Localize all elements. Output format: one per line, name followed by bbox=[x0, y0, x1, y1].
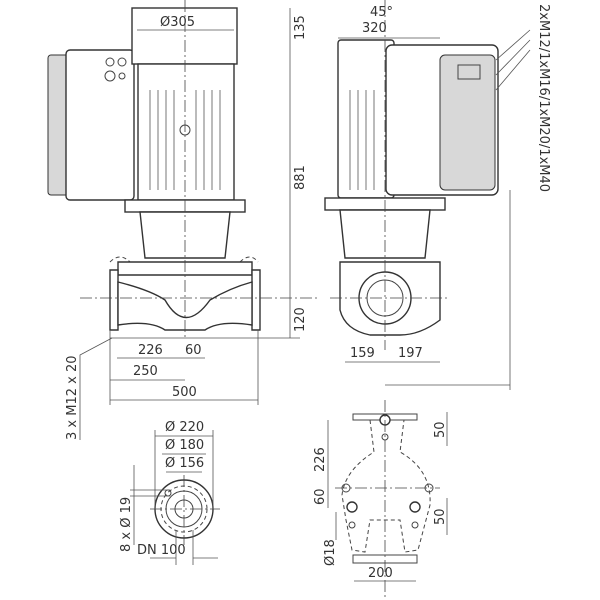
angle-label: 45° bbox=[370, 5, 393, 20]
dim-60-foot: 60 bbox=[313, 488, 328, 505]
electronic-module bbox=[65, 49, 135, 201]
dim-60: 60 bbox=[185, 343, 202, 358]
dim-50-bottom: 50 bbox=[433, 508, 448, 525]
dim-159: 159 bbox=[350, 346, 375, 361]
hole-diameter: Ø18 bbox=[323, 539, 338, 566]
foot-view: 226 60 50 50 Ø18 200 bbox=[313, 400, 448, 598]
cable-glands-label: 2xM12/1xM16/1xM20/1xM40 bbox=[536, 4, 551, 192]
dim-d156: Ø 156 bbox=[165, 456, 204, 471]
flange-outer bbox=[154, 479, 214, 539]
holes-label: 8 x Ø 19 bbox=[119, 497, 134, 552]
front-view: Ø305 135 881 120 226 60 250 500 3 x M12 … bbox=[47, 0, 320, 441]
dim-total-height: 881 bbox=[293, 165, 308, 190]
dim-50-top: 50 bbox=[433, 421, 448, 438]
dim-197: 197 bbox=[398, 346, 423, 361]
dim-d180: Ø 180 bbox=[165, 438, 204, 453]
dim-flange-height: 120 bbox=[293, 307, 308, 332]
dim-500: 500 bbox=[172, 385, 197, 400]
dim-motor-diameter: Ø305 bbox=[160, 15, 195, 30]
flange-view: Ø 220 Ø 180 Ø 156 8 x Ø 19 DN 100 bbox=[119, 420, 220, 565]
dim-320: 320 bbox=[362, 21, 387, 36]
dim-226-foot: 226 bbox=[313, 447, 328, 472]
motor-body bbox=[137, 63, 235, 201]
side-view: 45° 320 2xM12/1xM16/1xM20/1xM40 159 197 bbox=[324, 0, 551, 390]
dim-250: 250 bbox=[133, 364, 158, 379]
foot-thread-label: 3 x M12 x 20 bbox=[65, 356, 80, 441]
dim-motor-top: 135 bbox=[293, 15, 308, 40]
dim-200: 200 bbox=[368, 566, 393, 581]
display bbox=[457, 64, 481, 80]
nominal-diameter: DN 100 bbox=[137, 543, 186, 558]
pump-housing bbox=[117, 281, 253, 331]
dim-d220: Ø 220 bbox=[165, 420, 204, 435]
lantern-side bbox=[339, 209, 431, 259]
dim-226: 226 bbox=[138, 343, 163, 358]
